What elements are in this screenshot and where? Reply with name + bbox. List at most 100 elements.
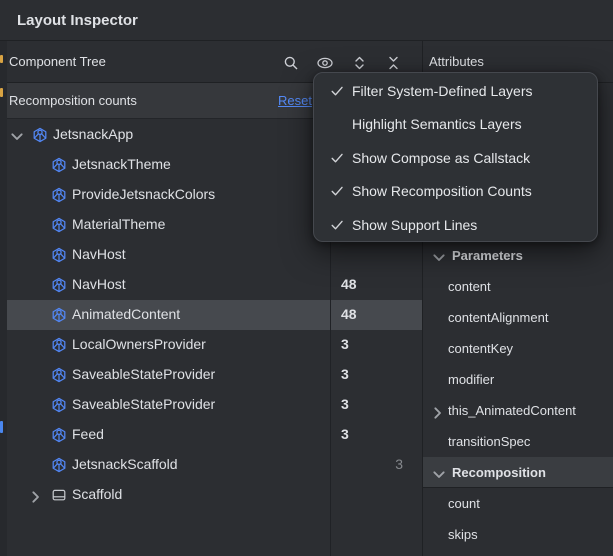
recomposition-counts-label: Recomposition counts xyxy=(9,93,137,108)
attributes-list: Parameters content contentAlignment content… xyxy=(423,240,613,550)
menu-item-label: Show Compose as Callstack xyxy=(352,149,531,166)
search-icon[interactable] xyxy=(281,53,301,73)
tree-item-label: JetsnackScaffold xyxy=(72,456,178,472)
compose-node-icon xyxy=(51,457,67,473)
attribute-row[interactable]: content xyxy=(423,271,613,302)
tree-item-label: SaveableStateProvider xyxy=(72,396,216,412)
checkmark-icon xyxy=(330,218,350,232)
stripe-mark xyxy=(0,421,3,433)
compose-node-icon xyxy=(51,187,67,203)
menu-item[interactable]: Show Recomposition Counts xyxy=(314,175,597,209)
checkmark-icon xyxy=(330,151,350,165)
reset-link[interactable]: Reset xyxy=(278,93,312,108)
attribute-label: contentKey xyxy=(448,341,514,356)
compose-node-icon xyxy=(51,277,67,293)
component-tree-title: Component Tree xyxy=(9,54,106,69)
attribute-label: transitionSpec xyxy=(448,434,531,449)
attribute-row[interactable]: count xyxy=(423,488,613,519)
compose-node-icon xyxy=(51,427,67,443)
recomposition-count: 3 xyxy=(341,336,349,352)
tree-item-label: JetsnackTheme xyxy=(72,156,171,172)
attribute-label: content xyxy=(448,279,491,294)
menu-item[interactable]: Show Compose as Callstack xyxy=(314,141,597,175)
collapse-all-icon[interactable] xyxy=(383,53,403,73)
menu-item-label: Filter System-Defined Layers xyxy=(352,82,533,99)
menu-item[interactable]: Show Support Lines xyxy=(314,208,597,242)
compose-node-icon xyxy=(51,307,67,323)
stripe-mark xyxy=(0,88,3,97)
attribute-label: modifier xyxy=(448,372,495,387)
attributes-section-header[interactable]: Recomposition xyxy=(423,457,613,488)
chevron-right-icon[interactable] xyxy=(430,405,441,419)
section-label: Parameters xyxy=(452,248,523,263)
attribute-row[interactable]: skips xyxy=(423,519,613,550)
count-column-divider xyxy=(330,119,331,556)
ide-stripe-edge xyxy=(0,8,7,556)
tree-row[interactable]: Scaffold xyxy=(7,480,422,510)
menu-item-label: Show Recomposition Counts xyxy=(352,183,532,200)
compose-node-icon xyxy=(51,247,67,263)
expand-all-icon[interactable] xyxy=(349,53,369,73)
tree-item-label: Scaffold xyxy=(72,486,123,502)
tree-row[interactable]: LocalOwnersProvider 3 xyxy=(7,330,422,360)
tree-item-label: MaterialTheme xyxy=(72,216,166,232)
stripe-mark xyxy=(0,55,3,63)
attributes-section-header[interactable]: Parameters xyxy=(423,240,613,271)
compose-node-icon xyxy=(51,217,67,233)
attribute-row[interactable]: transitionSpec xyxy=(423,426,613,457)
chevron-down-icon[interactable] xyxy=(431,250,445,261)
tree-item-label: SaveableStateProvider xyxy=(72,366,216,382)
menu-item[interactable]: Highlight Semantics Layers xyxy=(314,108,597,142)
tree-item-label: Feed xyxy=(72,426,104,442)
compose-node-icon xyxy=(51,367,67,383)
tree-item-label: NavHost xyxy=(72,276,126,292)
compose-node-icon xyxy=(51,157,67,173)
menu-item-label: Show Support Lines xyxy=(352,216,478,233)
attributes-panel: Attributes Parameters content contentAlign… xyxy=(423,41,613,556)
tree-row[interactable]: JetsnackApp xyxy=(7,120,422,150)
tree-item-label: LocalOwnersProvider xyxy=(72,336,206,352)
attributes-title: Attributes xyxy=(429,54,484,69)
chevron-right-icon[interactable] xyxy=(28,489,40,503)
attribute-label: skips xyxy=(448,527,478,542)
attribute-label: contentAlignment xyxy=(448,310,549,325)
recomposition-count: 48 xyxy=(341,306,357,322)
checkmark-icon xyxy=(330,84,350,98)
attribute-row[interactable]: modifier xyxy=(423,364,613,395)
tree-row[interactable]: NavHost 48 xyxy=(7,270,422,300)
attribute-row[interactable]: this_AnimatedContent xyxy=(423,395,613,426)
tree-row[interactable]: SaveableStateProvider 3 xyxy=(7,360,422,390)
tree-item-label: ProvideJetsnackColors xyxy=(72,186,216,202)
component-tree-header: Component Tree xyxy=(7,41,422,83)
tree-row[interactable]: NavHost xyxy=(7,240,422,270)
chevron-down-icon[interactable] xyxy=(431,467,445,478)
tree-item-label: AnimatedContent xyxy=(72,306,181,322)
recomposition-skips: 3 xyxy=(395,456,403,472)
section-label: Recomposition xyxy=(452,464,546,480)
page-title: Layout Inspector xyxy=(17,11,138,29)
menu-item[interactable]: Filter System-Defined Layers xyxy=(314,74,597,108)
attribute-row[interactable]: contentAlignment xyxy=(423,302,613,333)
recomposition-count: 48 xyxy=(341,276,357,292)
attribute-label: this_AnimatedContent xyxy=(448,403,576,418)
checkmark-icon xyxy=(330,184,350,198)
attribute-row[interactable]: contentKey xyxy=(423,333,613,364)
panel-divider[interactable] xyxy=(422,41,423,556)
recomposition-count: 3 xyxy=(341,366,349,382)
compose-node-icon xyxy=(51,397,67,413)
panel-titlebar: Layout Inspector xyxy=(0,0,613,41)
chevron-down-icon[interactable] xyxy=(9,129,23,141)
tree-row[interactable]: JetsnackScaffold 3 xyxy=(7,450,422,480)
tree-row[interactable]: JetsnackTheme xyxy=(7,150,422,180)
eye-icon[interactable] xyxy=(315,53,335,73)
tree-item-label: NavHost xyxy=(72,246,126,262)
attribute-label: count xyxy=(448,496,480,511)
tree-row[interactable]: AnimatedContent 48 xyxy=(7,300,422,330)
tree-row[interactable]: MaterialTheme xyxy=(7,210,422,240)
tree-item-label: JetsnackApp xyxy=(53,126,134,142)
tree-row[interactable]: ProvideJetsnackColors xyxy=(7,180,422,210)
